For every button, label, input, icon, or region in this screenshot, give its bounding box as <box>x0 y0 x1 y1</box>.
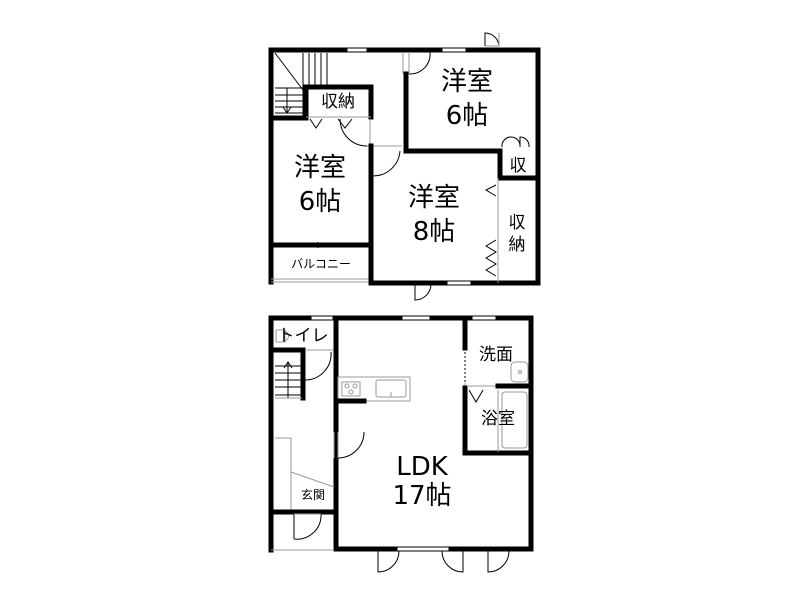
room-name: 洋室 <box>441 67 493 97</box>
door-swing <box>441 550 464 573</box>
door-swing <box>339 118 368 147</box>
storage-label: 収 <box>510 156 527 176</box>
storage-label: 納 <box>509 235 526 255</box>
room-size: 6帖 <box>446 101 489 131</box>
window <box>310 315 334 321</box>
staircase-1f <box>275 361 302 399</box>
door-swing <box>293 513 322 540</box>
room-name: 洋室 <box>408 183 460 213</box>
window <box>441 47 467 53</box>
door-swing <box>337 431 365 459</box>
staircase-2f <box>274 52 328 118</box>
window <box>396 546 450 552</box>
first-floor <box>268 315 534 573</box>
window <box>446 280 472 286</box>
door-swing <box>304 351 332 381</box>
kitchen-counter <box>335 376 411 404</box>
ldk-size: 17帖 <box>392 481 451 511</box>
door-swing <box>484 32 500 47</box>
entrance-label: 玄関 <box>301 487 325 502</box>
room-size: 8帖 <box>413 217 456 247</box>
first-floor-outer-wall <box>268 315 534 552</box>
storage-top-wall <box>303 84 374 121</box>
toilet-bowl-icon <box>284 330 289 342</box>
balcony-label: バルコニー <box>291 257 351 271</box>
window <box>401 315 431 321</box>
door-swing <box>372 150 401 177</box>
washbasin-icon <box>510 361 529 383</box>
storage-label: 収 <box>509 213 526 233</box>
double-door-icon <box>501 136 530 148</box>
door-swing <box>487 550 510 573</box>
sliding-window <box>288 242 348 248</box>
entrance-step <box>275 437 335 512</box>
door-swing <box>377 550 400 573</box>
washroom-label: 洗面 <box>479 345 513 365</box>
folding-door-icon <box>309 118 353 129</box>
room-size: 6帖 <box>299 187 342 217</box>
room-name: 洋室 <box>294 153 346 183</box>
window <box>471 315 497 321</box>
folding-door-icon <box>468 389 484 403</box>
second-floor <box>268 32 541 301</box>
stair-down-arrow-icon <box>282 88 292 114</box>
door-swing <box>414 283 432 301</box>
window <box>346 47 368 53</box>
toilet-tank-icon <box>275 329 286 343</box>
storage-label: 収納 <box>321 92 355 112</box>
stair-up-arrow-icon <box>283 361 293 398</box>
door-swing <box>408 51 431 75</box>
bathroom-label: 浴室 <box>481 409 515 429</box>
toilet-label: トイレ <box>278 326 329 346</box>
bathtub-icon <box>501 391 528 449</box>
ldk-label: LDK <box>396 452 449 482</box>
folding-door-icon <box>484 184 497 277</box>
stove-icon <box>341 381 361 397</box>
balcony-rail <box>271 278 369 283</box>
